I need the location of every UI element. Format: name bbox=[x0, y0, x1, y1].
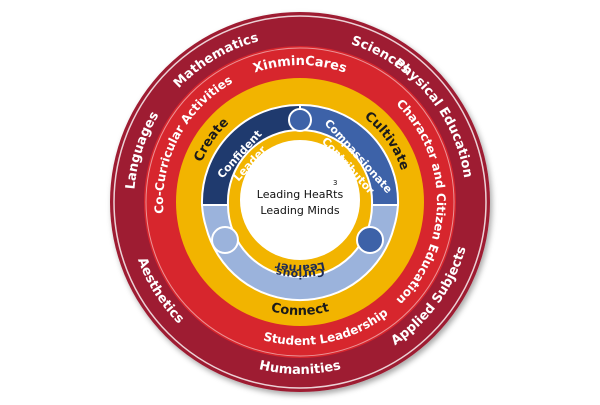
center-line2: Leading Minds bbox=[260, 204, 339, 217]
center-circle bbox=[240, 140, 360, 260]
puzzle-group bbox=[200, 103, 400, 302]
second-ring-edge bbox=[145, 47, 455, 357]
knob-left bbox=[211, 226, 239, 254]
third-label-connect: Connect bbox=[270, 300, 331, 319]
second-label-xinmincares: XinminCares bbox=[251, 54, 348, 77]
piece-compassionate-contributor bbox=[299, 103, 400, 206]
center-line1: Leading HeaRts bbox=[257, 188, 344, 201]
center-superscript: 3 bbox=[333, 179, 337, 187]
curious-line1: Curious bbox=[274, 265, 326, 281]
outer-ring-edge bbox=[113, 15, 487, 389]
knob-top bbox=[288, 108, 312, 132]
curious-line2: Learner bbox=[273, 259, 326, 275]
knob-right bbox=[356, 226, 384, 254]
piece-confident-leader bbox=[200, 103, 301, 206]
outer-label-humanities: Humanities bbox=[258, 358, 343, 378]
